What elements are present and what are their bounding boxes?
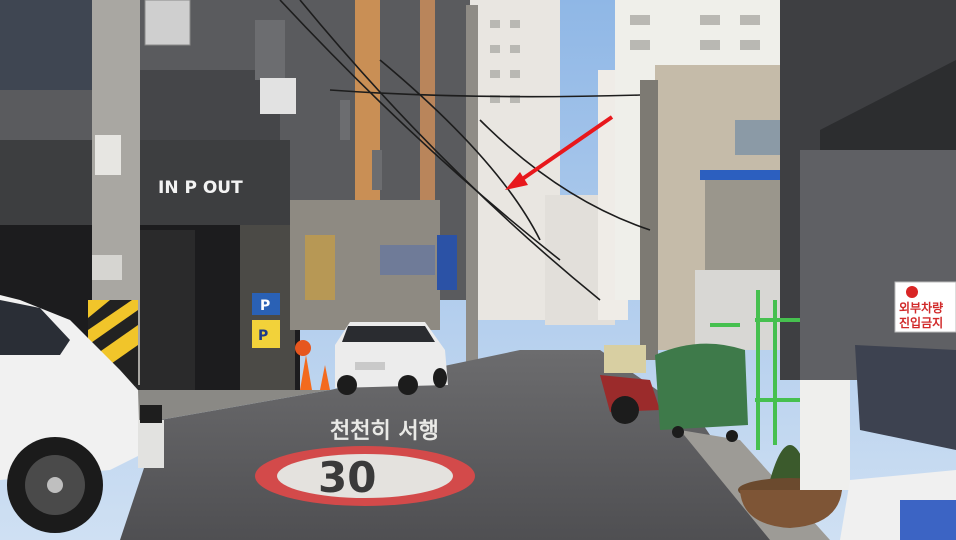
disabled-parking-badge: P [258,328,268,344]
small-trash-bin [138,405,164,468]
utility-pole-left [88,0,140,385]
road-marking-slow: 천천히 서행 [330,419,439,444]
no-entry-line2: 진입금지 [899,315,943,330]
parking-entrance-sign: IN P OUT [158,178,243,198]
right-buildings [640,0,956,380]
utility-pole-center [466,5,478,365]
speed-limit-number: 30 [318,453,376,502]
red-arrow-annotation [505,115,614,190]
white-car-left [0,295,140,533]
discarded-mattress [800,345,956,540]
green-fence [710,290,800,450]
green-dumpster [655,343,748,442]
no-entry-line1: 외부차량 [899,300,943,315]
no-entry-sign: 외부차량 진입금지 [894,281,956,333]
sidewalk-left [130,390,330,420]
store-fronts: P P [252,200,457,348]
potted-plant [738,445,842,528]
power-lines [279,0,651,301]
scooter [600,345,660,424]
speed-limit-marking: 30 [255,446,475,506]
white-suv [335,322,448,395]
parking-badge: P [260,298,270,314]
traffic-cones [295,340,330,390]
